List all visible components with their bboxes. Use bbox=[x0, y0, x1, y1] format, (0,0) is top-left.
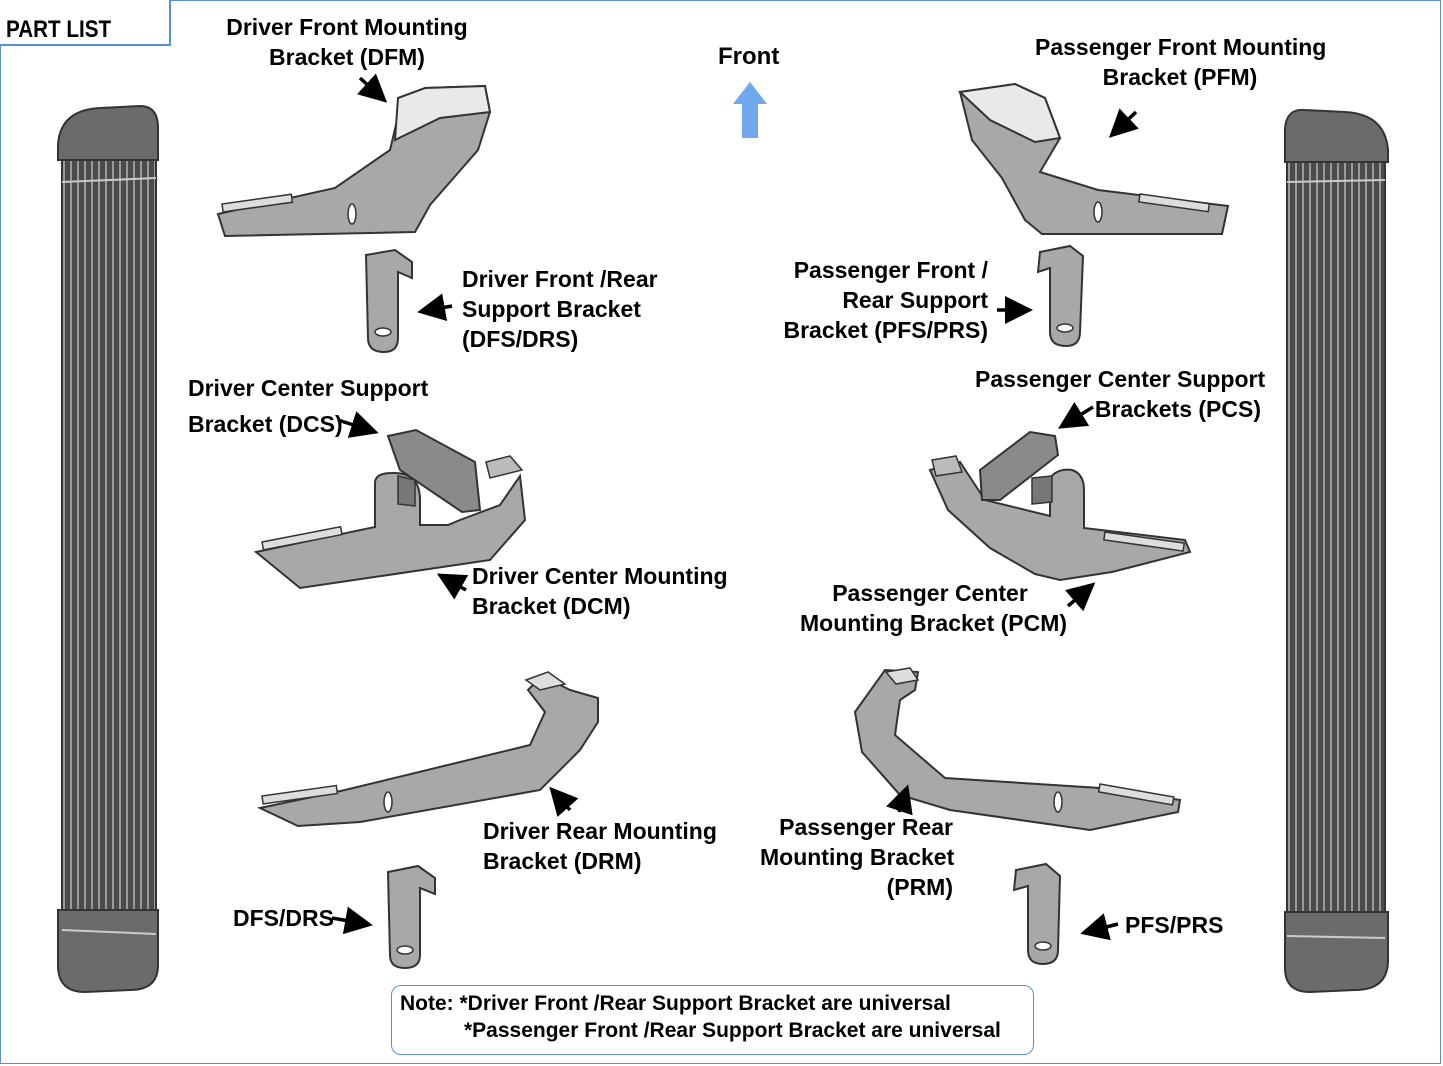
arrow-pcs bbox=[1058, 402, 1094, 429]
pcs-bracket bbox=[931, 430, 1060, 505]
dfs-drs-bracket-bottom bbox=[386, 864, 436, 970]
note-line-1: Note: *Driver Front /Rear Support Bracke… bbox=[400, 992, 951, 1015]
drm-bracket bbox=[256, 671, 599, 828]
dfs-drs-bracket-top bbox=[364, 248, 413, 354]
dfm-bracket bbox=[216, 84, 492, 238]
page-title: PART LIST bbox=[6, 16, 112, 43]
left-running-board bbox=[57, 104, 159, 994]
pfs-prs-bracket-top bbox=[1036, 244, 1085, 348]
part-list-tab: PART LIST bbox=[0, 0, 171, 46]
arrow-dfm bbox=[357, 73, 388, 103]
front-arrow-icon bbox=[733, 82, 767, 138]
arrow-drm bbox=[549, 786, 579, 817]
dcm-bracket bbox=[253, 471, 527, 590]
arrow-dcm bbox=[436, 573, 469, 600]
arrow-pfs-prs-bottom bbox=[1080, 913, 1119, 941]
pcm-bracket bbox=[928, 460, 1192, 582]
pfm-bracket bbox=[957, 82, 1230, 235]
arrow-dfs-drs-bottom bbox=[331, 906, 373, 935]
arrow-pfm bbox=[1108, 108, 1139, 138]
note-line-2: *Passenger Front /Rear Support Bracket a… bbox=[464, 1019, 1001, 1042]
label-dfs-drs-short: DFS/DRS bbox=[233, 905, 334, 931]
arrow-pcm bbox=[1064, 582, 1096, 612]
right-running-board bbox=[1284, 108, 1389, 994]
prm-bracket bbox=[853, 667, 1182, 832]
front-label: Front bbox=[718, 43, 780, 70]
pointer-arrows bbox=[331, 73, 1139, 941]
label-pfs-prs-short: PFS/PRS bbox=[1125, 912, 1224, 938]
arrow-prm bbox=[886, 784, 913, 816]
dcs-bracket bbox=[386, 428, 524, 514]
arrow-dfs-drs bbox=[417, 293, 453, 322]
pfs-prs-bracket-bottom bbox=[1012, 862, 1062, 966]
note-box: Note: *Driver Front /Rear Support Bracke… bbox=[391, 985, 1034, 1055]
arrow-dcs bbox=[337, 411, 379, 438]
